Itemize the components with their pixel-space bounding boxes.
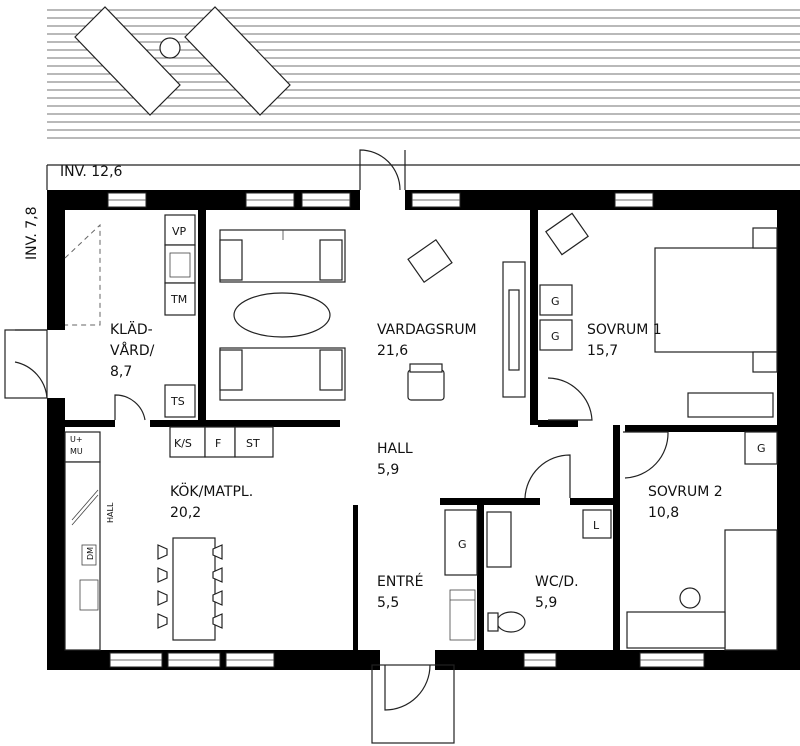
sovrum1-chair xyxy=(545,212,589,256)
kladvard-dashed-counter xyxy=(64,223,101,326)
entre-wardrobe xyxy=(444,509,478,576)
g-label-s2: G xyxy=(757,442,766,455)
double-bed xyxy=(654,227,778,373)
sovrum2-area: 10,8 xyxy=(648,505,679,521)
hall-area: 5,9 xyxy=(377,462,399,478)
sink-kladvard xyxy=(164,244,196,284)
kok-area: 20,2 xyxy=(170,505,201,521)
sun-lounger-left xyxy=(74,6,181,116)
sovrum1-label: SOVRUM 1 xyxy=(587,322,662,338)
vp-label: VP xyxy=(172,225,187,238)
vardagsrum-area: 21,6 xyxy=(377,343,408,359)
dining-chair xyxy=(212,613,223,629)
kladvard-area: 8,7 xyxy=(110,364,132,380)
g-label-s1b: G xyxy=(551,330,560,343)
st-label: ST xyxy=(246,437,260,450)
dm-label: DM xyxy=(86,547,95,560)
kladvard-label-2: VÅRD/ xyxy=(110,342,155,359)
wc-area: 5,9 xyxy=(535,595,557,611)
side-door[interactable] xyxy=(4,329,48,399)
wc-toilet xyxy=(487,611,526,633)
ks-label: K/S xyxy=(174,437,192,450)
entrance-door[interactable] xyxy=(371,664,455,744)
sovrum2-label: SOVRUM 2 xyxy=(648,484,723,500)
sofa-top xyxy=(219,229,346,283)
l-label: L xyxy=(593,519,600,532)
kitchen-counter-left xyxy=(64,431,101,651)
sovrum1-dresser xyxy=(687,392,774,418)
umu-label-2: MU xyxy=(70,447,83,456)
interior-walls xyxy=(65,210,777,670)
entre-label: ENTRÉ xyxy=(377,573,423,590)
dining-chair xyxy=(212,590,223,606)
hall-label: HALL xyxy=(377,441,413,457)
sovrum1-door[interactable] xyxy=(547,377,593,421)
dining-chair xyxy=(157,567,168,583)
sun-lounger-right xyxy=(184,6,291,116)
umu-label-1: U+ xyxy=(70,435,83,444)
sovrum2-desk xyxy=(626,587,726,649)
shower xyxy=(486,511,512,568)
fireplace-unit xyxy=(502,261,526,398)
windows xyxy=(107,192,705,668)
armchair-bottom xyxy=(407,363,445,401)
terrace-table xyxy=(159,37,181,59)
dining-chair xyxy=(157,590,168,606)
coffee-table xyxy=(233,292,331,338)
dining-chairs xyxy=(157,544,223,629)
ts-label: TS xyxy=(170,395,185,408)
hall-small-label: HALL xyxy=(106,502,115,523)
kitchen-units-row xyxy=(169,426,274,458)
f-label: F xyxy=(215,437,221,450)
inv-vertical-label: INV. 7,8 xyxy=(24,206,40,260)
tm-label: TM xyxy=(170,293,187,306)
g-label-entre: G xyxy=(458,538,467,551)
terrace-door[interactable] xyxy=(359,149,406,191)
dining-chair xyxy=(157,613,168,629)
sovrum2-door[interactable] xyxy=(623,431,669,479)
dining-chair xyxy=(157,544,168,560)
sovrum1-area: 15,7 xyxy=(587,343,618,359)
wc-label: WC/D. xyxy=(535,574,579,590)
entre-area: 5,5 xyxy=(377,595,399,611)
kladvard-label-1: KLÄD- xyxy=(110,320,153,338)
sofa-bottom xyxy=(219,347,346,401)
vardagsrum-label: VARDAGSRUM xyxy=(377,322,477,338)
kok-label: KÖK/MATPL. xyxy=(170,482,253,500)
wc-door[interactable] xyxy=(524,454,571,499)
single-bed xyxy=(724,529,778,651)
dining-chair xyxy=(212,544,223,560)
inv-level-label: INV. 12,6 xyxy=(60,164,123,180)
l-unit xyxy=(582,509,612,539)
entre-shelf xyxy=(449,589,476,641)
sovrum1-wardrobes xyxy=(539,284,573,351)
vp-unit xyxy=(164,214,196,246)
g-label-s1a: G xyxy=(551,295,560,308)
armchair-top xyxy=(407,238,453,284)
dining-chair xyxy=(212,567,223,583)
tm-unit xyxy=(164,282,196,316)
dining-table xyxy=(172,537,216,641)
sovrum2-wardrobe xyxy=(744,431,778,465)
kladvard-door[interactable] xyxy=(114,394,146,421)
ts-unit xyxy=(164,384,196,418)
